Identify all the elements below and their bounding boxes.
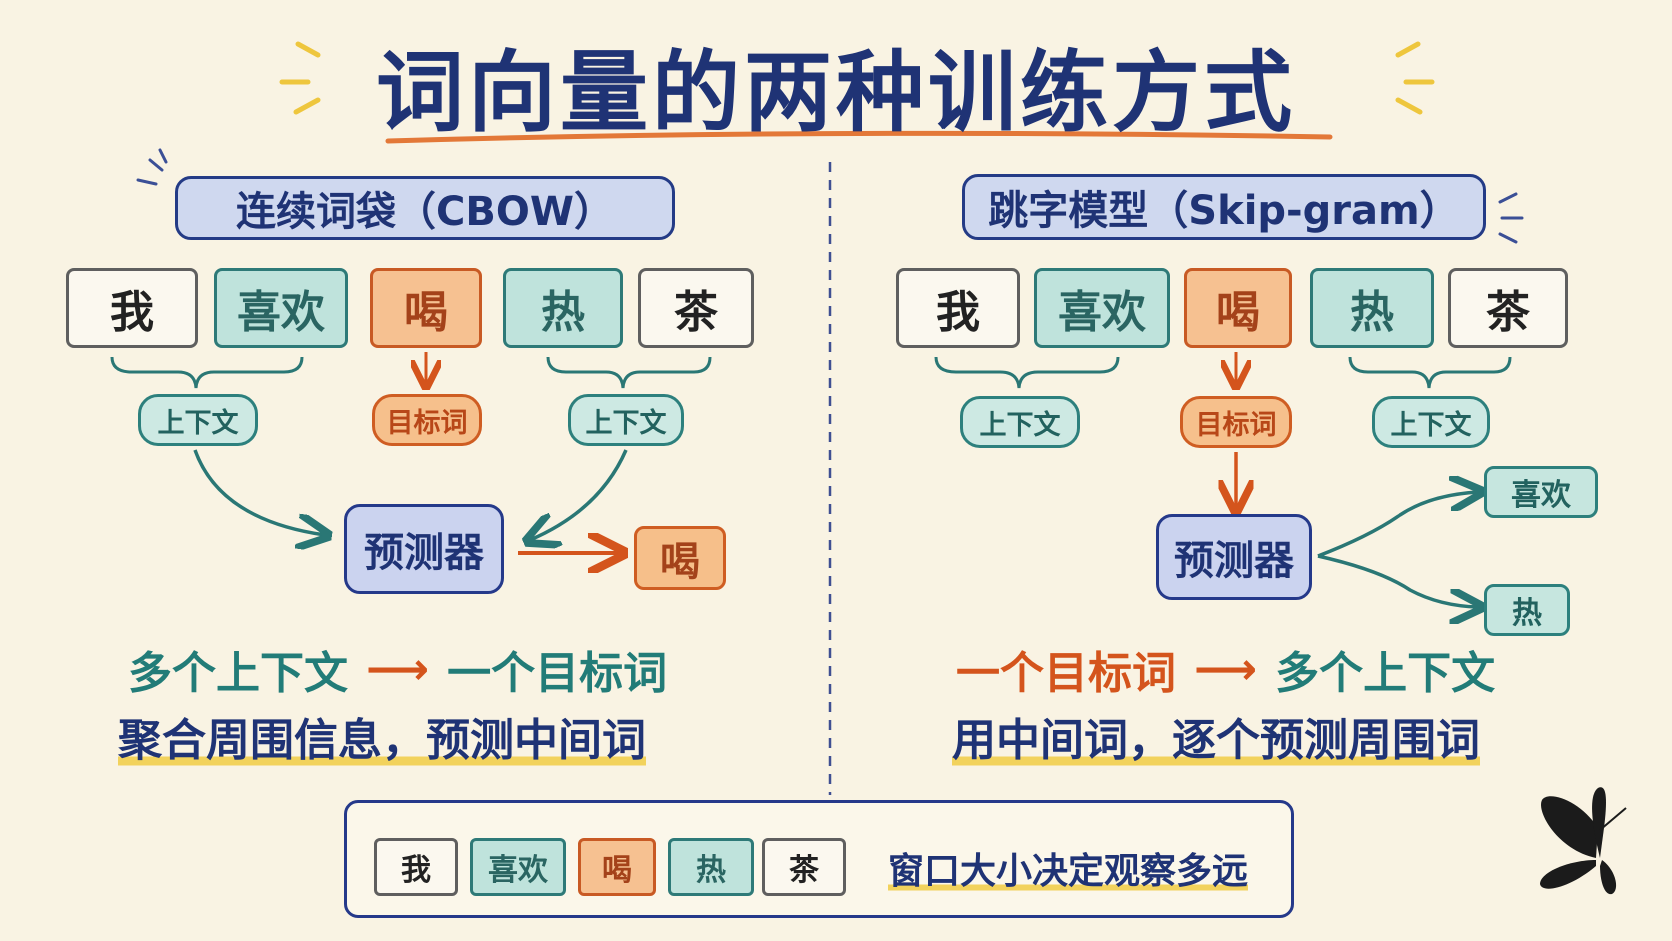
skipgram-predictor: 预测器 bbox=[1156, 514, 1312, 600]
cbow-predictor: 预测器 bbox=[344, 504, 504, 594]
skipgram-output-top-arrow bbox=[1317, 492, 1478, 558]
window-word-5: 茶 bbox=[762, 838, 846, 896]
skipgram-summary-desc: 用中间词，逐个预测周围词 bbox=[952, 704, 1480, 768]
window-word-1: 我 bbox=[374, 838, 458, 896]
skipgram-output-bottom-arrow bbox=[1317, 554, 1478, 607]
cbow-word-1: 我 bbox=[66, 268, 198, 348]
window-word-2: 喜欢 bbox=[470, 838, 566, 896]
cbow-context-label-right: 上下文 bbox=[568, 394, 684, 446]
cbow-brace-right bbox=[546, 356, 712, 389]
cbow-heading-sparks bbox=[136, 148, 168, 186]
skipgram-context-label-right: 上下文 bbox=[1372, 396, 1490, 448]
cbow-target-label: 目标词 bbox=[372, 394, 482, 446]
skipgram-heading: 跳字模型（Skip-gram） bbox=[962, 174, 1486, 240]
skipgram-word-1: 我 bbox=[896, 268, 1020, 348]
cbow-heading: 连续词袋（CBOW） bbox=[175, 176, 675, 240]
window-caption-wrap: 窗口大小决定观察多远 bbox=[888, 842, 1249, 894]
skipgram-summary-to: 多个上下文 bbox=[1275, 648, 1496, 699]
skipgram-word-target: 喝 bbox=[1184, 268, 1292, 348]
skipgram-word-2: 喜欢 bbox=[1034, 268, 1170, 348]
title-sparks-left bbox=[279, 41, 321, 115]
cbow-summary: 多个上下文 ⟶ 一个目标词 bbox=[128, 640, 668, 700]
cbow-brace-left bbox=[110, 356, 304, 389]
page-title: 词向量的两种训练方式 bbox=[375, 41, 1296, 144]
cbow-context-right-arrow bbox=[530, 449, 628, 540]
butterfly-icon bbox=[1540, 787, 1627, 895]
cbow-summary-desc-wrap: 聚合周围信息，预测中间词 bbox=[118, 704, 646, 768]
cbow-word-4: 热 bbox=[503, 268, 623, 348]
cbow-word-target: 喝 bbox=[370, 268, 482, 348]
window-caption: 窗口大小决定观察多远 bbox=[888, 851, 1249, 892]
right-arrow-icon: ⟶ bbox=[1194, 643, 1258, 695]
title-underline bbox=[385, 130, 1333, 144]
skipgram-summary-from: 一个目标词 bbox=[956, 648, 1176, 699]
skipgram-heading-sparks bbox=[1498, 192, 1524, 244]
skipgram-brace-right bbox=[1348, 356, 1512, 389]
cbow-summary-to: 一个目标词 bbox=[447, 648, 668, 699]
skipgram-output-bottom: 热 bbox=[1484, 584, 1570, 636]
skipgram-context-label-left: 上下文 bbox=[960, 396, 1080, 448]
skipgram-word-4: 热 bbox=[1310, 268, 1434, 348]
skipgram-word-5: 茶 bbox=[1448, 268, 1568, 348]
cbow-word-2: 喜欢 bbox=[214, 268, 348, 348]
skipgram-brace-left bbox=[934, 356, 1120, 389]
window-word-target: 喝 bbox=[578, 838, 656, 896]
cbow-output: 喝 bbox=[634, 526, 726, 590]
right-arrow-icon: ⟶ bbox=[366, 643, 430, 695]
window-word-4: 热 bbox=[668, 838, 754, 896]
cbow-word-5: 茶 bbox=[638, 268, 754, 348]
title-sparks-right bbox=[1395, 41, 1435, 115]
cbow-context-left-arrow bbox=[193, 449, 325, 535]
skipgram-output-top: 喜欢 bbox=[1484, 466, 1598, 518]
skipgram-summary: 一个目标词 ⟶ 多个上下文 bbox=[956, 640, 1496, 700]
skipgram-target-label: 目标词 bbox=[1180, 396, 1292, 448]
skipgram-summary-desc-wrap: 用中间词，逐个预测周围词 bbox=[952, 704, 1480, 768]
cbow-summary-from: 多个上下文 bbox=[128, 648, 348, 699]
cbow-summary-desc: 聚合周围信息，预测中间词 bbox=[118, 704, 646, 768]
cbow-context-label-left: 上下文 bbox=[138, 394, 258, 446]
